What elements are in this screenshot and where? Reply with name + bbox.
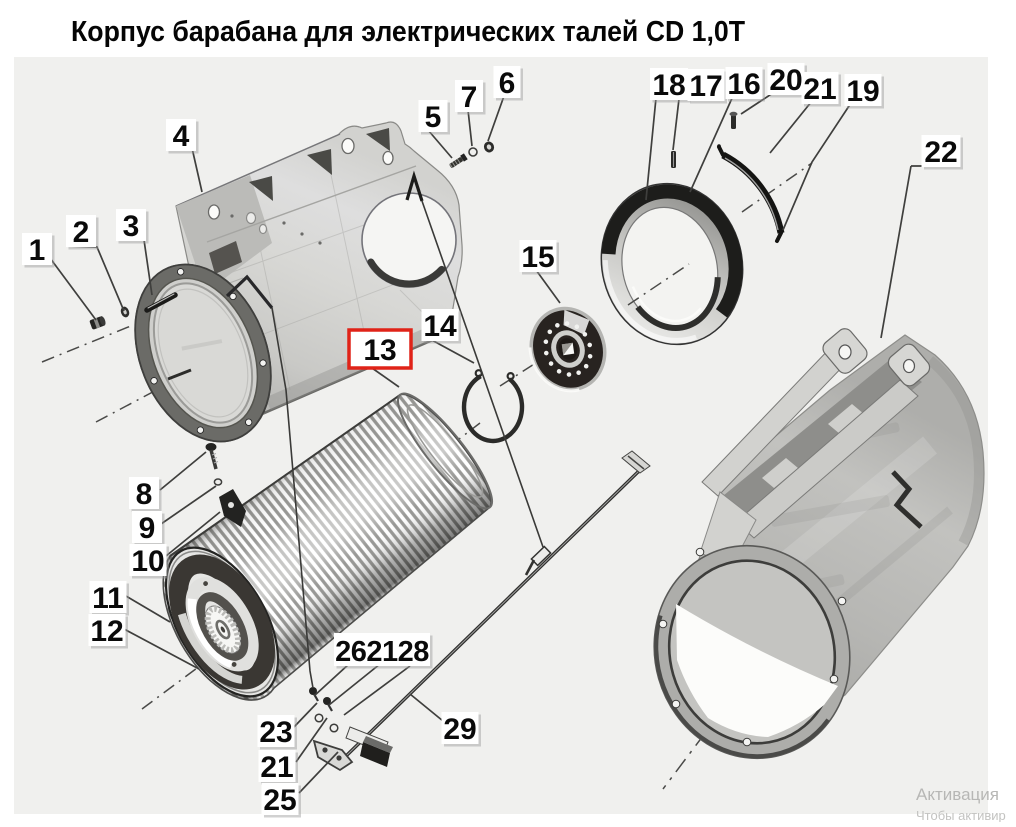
svg-text:4: 4	[173, 120, 190, 153]
svg-text:19: 19	[846, 75, 879, 108]
svg-text:21: 21	[260, 751, 293, 784]
svg-text:22: 22	[924, 136, 957, 169]
svg-text:15: 15	[521, 241, 554, 274]
svg-text:25: 25	[263, 784, 296, 817]
svg-text:9: 9	[139, 512, 156, 545]
svg-text:10: 10	[131, 545, 164, 578]
svg-text:5: 5	[425, 101, 442, 134]
svg-text:16: 16	[727, 68, 760, 101]
svg-text:6: 6	[499, 67, 516, 100]
svg-text:21: 21	[803, 73, 836, 106]
svg-text:29: 29	[443, 713, 476, 746]
svg-text:1: 1	[29, 234, 46, 267]
svg-text:Чтобы активир: Чтобы активир	[916, 808, 1006, 822]
svg-text:14: 14	[423, 310, 457, 343]
svg-text:Активация: Активация	[916, 785, 999, 804]
svg-text:20: 20	[769, 64, 802, 97]
svg-text:12: 12	[90, 615, 123, 648]
svg-text:Корпус барабана для электричес: Корпус барабана для электрических талей …	[71, 16, 745, 48]
svg-text:23: 23	[259, 716, 292, 749]
svg-text:18: 18	[652, 69, 685, 102]
svg-text:8: 8	[136, 478, 153, 511]
svg-text:3: 3	[123, 210, 140, 243]
svg-text:2: 2	[73, 216, 90, 249]
svg-text:17: 17	[689, 70, 722, 103]
svg-text:13: 13	[363, 334, 396, 367]
svg-text:262128: 262128	[335, 636, 429, 668]
svg-text:7: 7	[461, 81, 478, 114]
svg-text:11: 11	[92, 582, 124, 615]
